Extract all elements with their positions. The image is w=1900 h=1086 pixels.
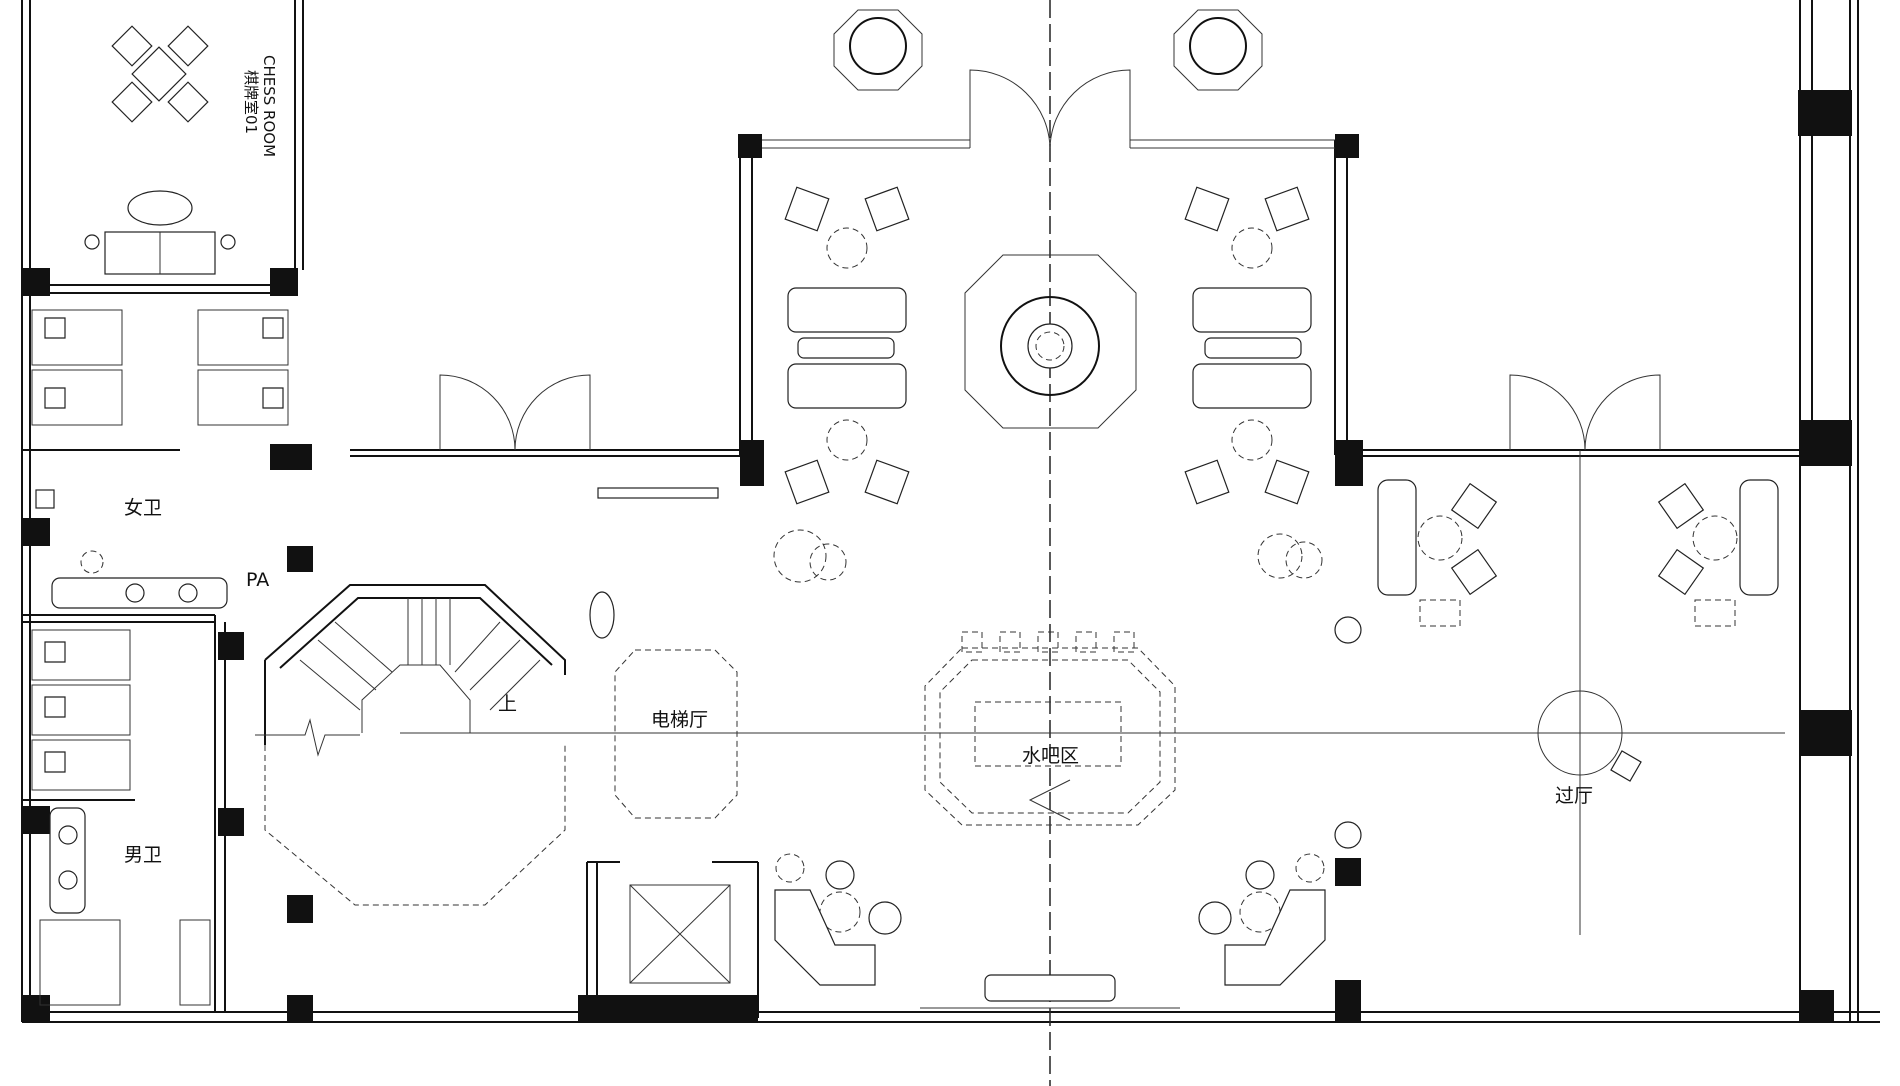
foyer-label: 过厅 (1555, 785, 1593, 807)
elevator-hall-label: 电梯厅 (651, 709, 708, 731)
chess-room-label-cn: 棋牌室01 (242, 70, 260, 134)
central-lounge (439, 9, 1661, 583)
women-restroom-label: 女卫 (124, 497, 162, 519)
structural-columns (22, 90, 1852, 1022)
water-bar (924, 631, 1176, 826)
pa-label: PA (246, 569, 269, 591)
men-restroom-fixtures (31, 629, 211, 1006)
chess-room-label-en: CHESS ROOM (260, 55, 278, 157)
chess-room-furniture (84, 25, 236, 275)
bottom-seating (774, 616, 1362, 1009)
water-bar-label: 水吧区 (1022, 745, 1079, 767)
elevator-hall (578, 487, 759, 1021)
foyer-seating (1377, 479, 1779, 782)
men-restroom-label: 男卫 (124, 844, 162, 866)
women-restroom-fixtures (31, 309, 289, 609)
outer-walls (21, 0, 1880, 1023)
staircase (255, 584, 566, 906)
stair-up-label: 上 (498, 693, 517, 715)
